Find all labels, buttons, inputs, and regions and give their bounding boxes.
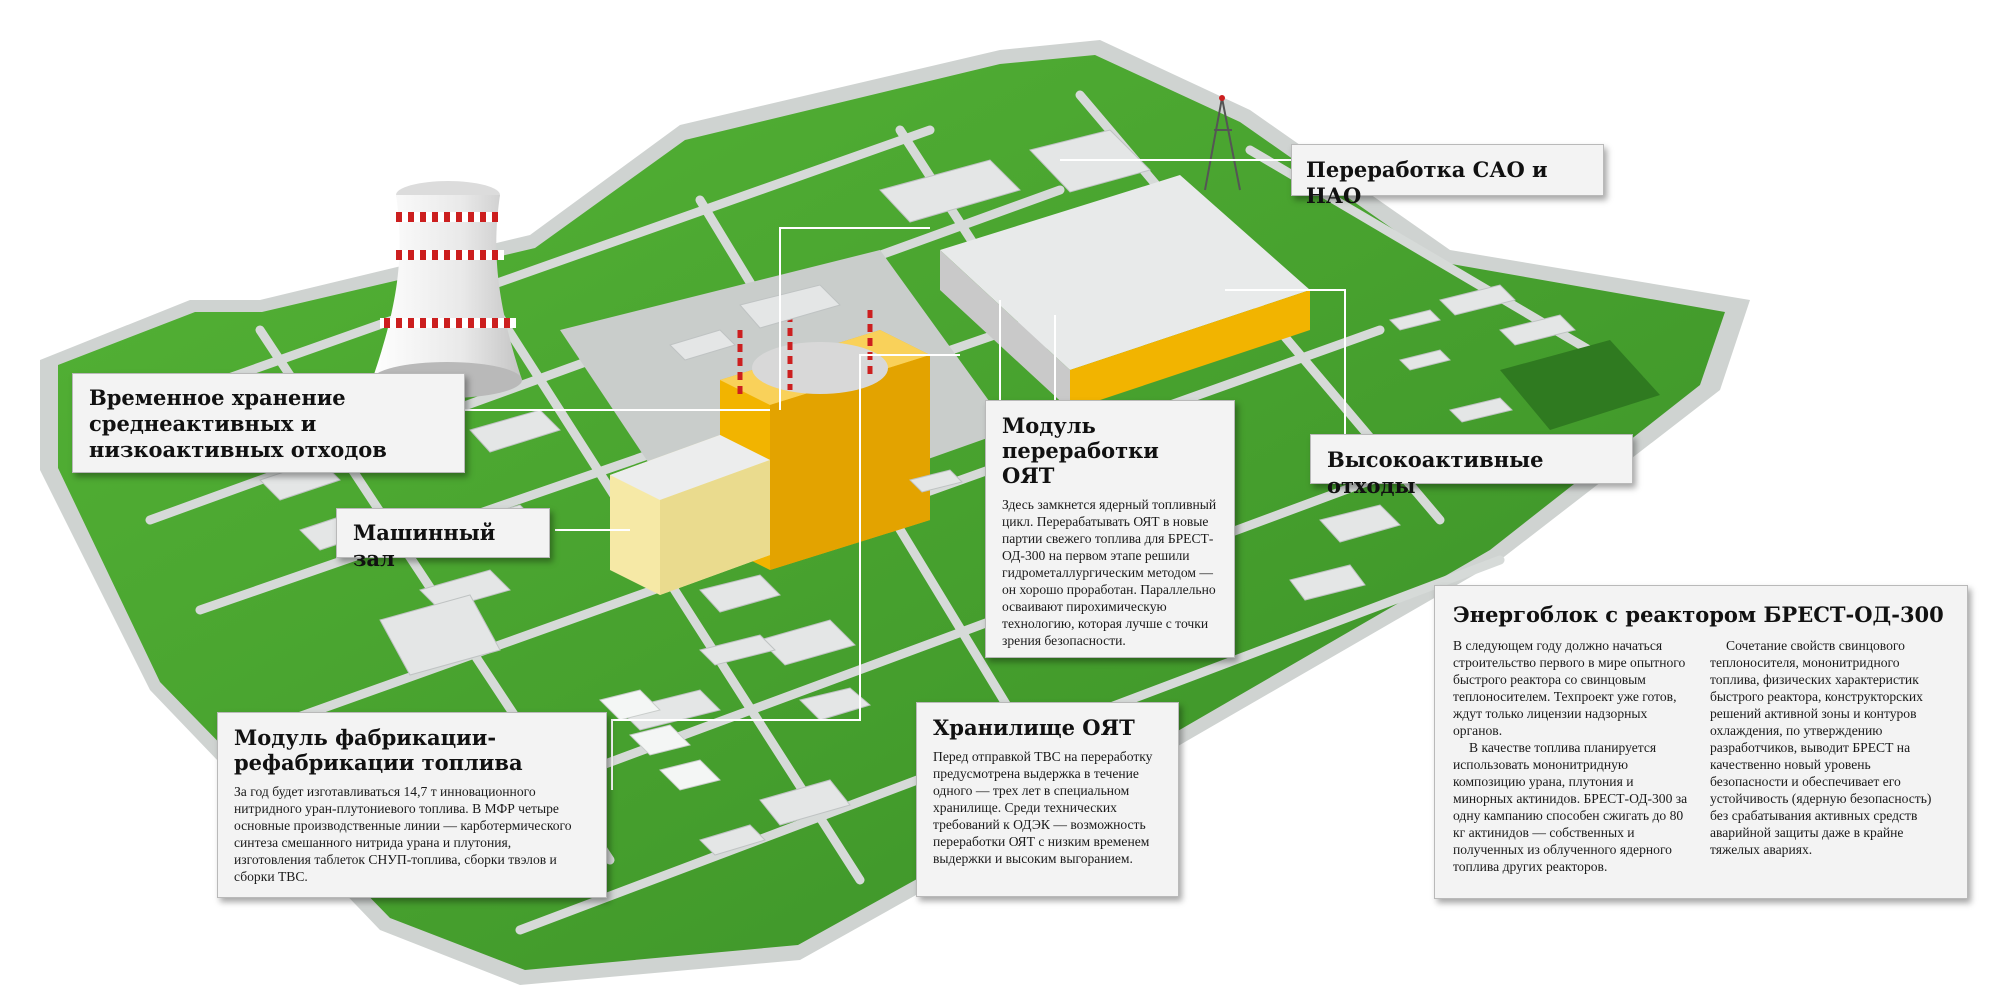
callout-fab-module: Модуль фабрикации-рефабрикации топлива З… — [217, 712, 607, 898]
callout-snf-storage-body: Перед отправкой ТВС на переработку преду… — [933, 749, 1153, 866]
callout-reactor-title: Энергоблок с реактором БРЕСТ-ОД-300 — [1453, 602, 1944, 627]
callout-hlw: Высокоактивные отходы — [1310, 434, 1633, 498]
reactor-building — [720, 300, 930, 570]
green-lot — [1500, 340, 1660, 430]
callout-fab-module-body: За год будет изготавливаться 14,7 т инно… — [234, 784, 572, 884]
callout-reactor-col2: Сочетание свойств свинцового теплоносите… — [1710, 637, 1949, 875]
snf-reprocessing-building — [940, 175, 1310, 410]
callout-snf-storage: Хранилище ОЯТ Перед отправкой ТВС на пер… — [916, 702, 1179, 897]
callout-reactor-col1: В следующем году должно начаться строите… — [1453, 637, 1692, 875]
turbine-hall-building — [610, 435, 770, 595]
callout-snf-module-title: Модуль переработки ОЯТ — [1002, 413, 1159, 488]
callout-reactor-col1-p2: В качестве топлива планируется использов… — [1453, 740, 1688, 874]
callout-turbine-hall: Машинный зал — [336, 508, 550, 571]
callout-turbine-hall-title: Машинный зал — [353, 520, 496, 571]
callout-sao-nao-title: Переработка САО и НАО — [1306, 157, 1548, 208]
parking-pads — [599, 689, 721, 791]
callout-snf-module: Модуль переработки ОЯТ Здесь замкнется я… — [985, 400, 1235, 658]
callout-sao-nao: Переработка САО и НАО — [1291, 144, 1604, 208]
callout-snf-module-body: Здесь замкнется ядерный топливный цикл. … — [1002, 497, 1217, 648]
callout-reactor-col2-p1: Сочетание свойств свинцового теплоносите… — [1710, 638, 1932, 857]
callout-hlw-title: Высокоактивные отходы — [1327, 447, 1544, 498]
callout-reactor-col1-p1: В следующем году должно начаться строите… — [1453, 638, 1686, 738]
callout-fab-module-title: Модуль фабрикации-рефабрикации топлива — [234, 725, 523, 775]
callout-reactor: Энергоблок с реактором БРЕСТ-ОД-300 В сл… — [1434, 585, 1968, 899]
callout-temp-storage: Временное хранение среднеактивных и низк… — [72, 373, 465, 473]
callout-snf-storage-title: Хранилище ОЯТ — [933, 715, 1135, 740]
lattice-mast — [1204, 95, 1241, 191]
callout-temp-storage-title: Временное хранение среднеактивных и низк… — [89, 385, 387, 462]
